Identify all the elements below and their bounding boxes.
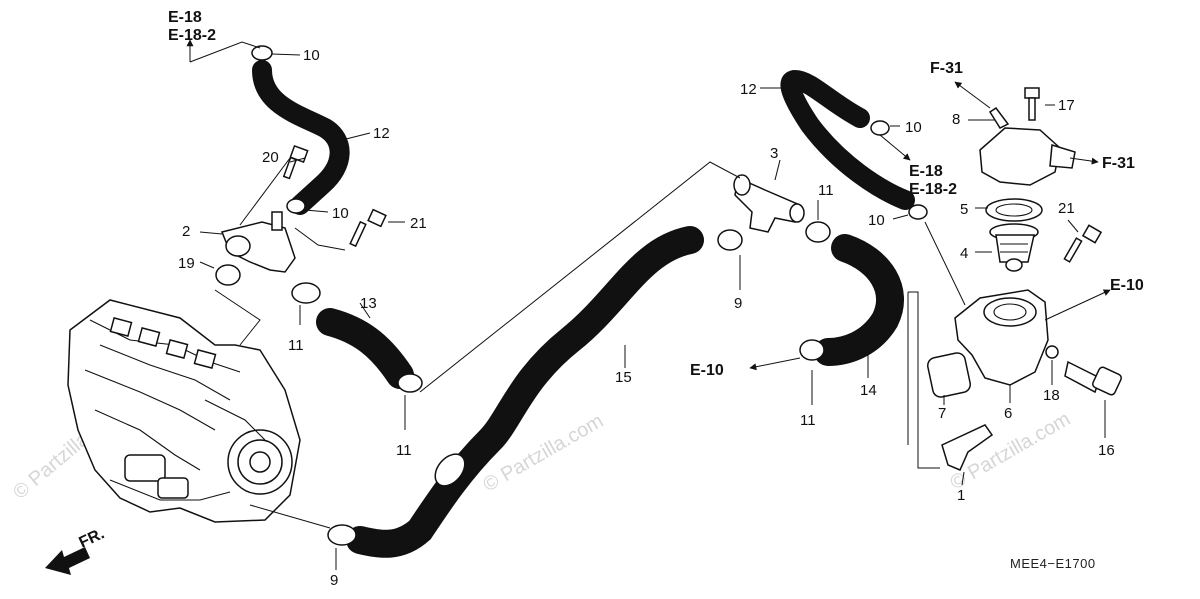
callout-6: 6 xyxy=(1004,405,1012,422)
callout-9-b: 9 xyxy=(734,295,742,312)
gasket-7 xyxy=(926,352,972,398)
callout-20: 20 xyxy=(262,149,279,166)
callout-10-c: 10 xyxy=(905,119,922,136)
callout-4: 4 xyxy=(960,245,968,262)
callout-11-d: 11 xyxy=(800,412,816,429)
ref-e10-left: E-10 xyxy=(690,362,724,379)
clamp-11-c xyxy=(805,221,831,243)
bracket-1 xyxy=(941,424,994,471)
seal-5 xyxy=(985,198,1043,222)
hose-15 xyxy=(346,226,704,558)
callout-2: 2 xyxy=(182,223,190,240)
clamp-9-a xyxy=(717,229,743,251)
thermostat-4 xyxy=(989,223,1039,272)
callout-16: 16 xyxy=(1098,442,1115,459)
bolt-21-left xyxy=(349,208,387,248)
callout-11-a: 11 xyxy=(288,337,304,354)
callout-10-d: 10 xyxy=(868,212,885,229)
bolt-17 xyxy=(1024,87,1040,121)
callout-21-a: 21 xyxy=(410,215,427,232)
clamp-11-a xyxy=(291,282,321,304)
clamp-10-d xyxy=(908,204,928,220)
pipe-joint-3 xyxy=(733,174,805,233)
clamp-10-a xyxy=(251,45,273,61)
temp-sensor-16 xyxy=(1064,360,1122,396)
front-direction-marker: FR. xyxy=(45,525,107,575)
callout-18: 18 xyxy=(1043,387,1060,404)
clamp-11-b xyxy=(397,373,423,393)
front-marker-label: FR. xyxy=(77,525,108,551)
thermostat-cover xyxy=(979,106,1076,186)
callout-3: 3 xyxy=(770,145,778,162)
washer-18 xyxy=(1045,345,1059,359)
callout-10-b: 10 xyxy=(332,205,349,222)
leader-lines xyxy=(186,39,1111,570)
callout-12-b: 12 xyxy=(740,81,757,98)
callout-8: 8 xyxy=(952,111,960,128)
engine-block xyxy=(67,299,301,523)
clamp-10-b xyxy=(286,198,306,214)
callout-11-c: 11 xyxy=(818,182,834,199)
hose-13 xyxy=(316,308,414,389)
water-outlet-2 xyxy=(220,211,296,273)
thermostat-housing-6 xyxy=(954,289,1049,386)
clamp-11-d xyxy=(799,339,825,361)
diagram-code: MEE4−E1700 xyxy=(1010,556,1096,571)
callout-13: 13 xyxy=(360,295,377,312)
ref-e18-right: E-18 xyxy=(909,163,943,180)
clamp-9-b xyxy=(327,524,357,546)
callout-19: 19 xyxy=(178,255,195,272)
hose-14 xyxy=(814,234,904,366)
ref-e182-right: E-18-2 xyxy=(909,181,957,198)
clamp-10-c xyxy=(870,120,890,136)
ref-e18-top: E-18 xyxy=(168,9,202,26)
callout-9-a: 9 xyxy=(330,572,338,589)
hose-12-left xyxy=(252,60,350,215)
ref-f31-right: F-31 xyxy=(1102,155,1135,172)
callout-12-a: 12 xyxy=(373,125,390,142)
callout-15: 15 xyxy=(615,369,632,386)
bolt-21-right xyxy=(1063,224,1103,263)
o-ring-19 xyxy=(215,264,241,286)
callout-17: 17 xyxy=(1058,97,1075,114)
callout-21-b: 21 xyxy=(1058,200,1075,217)
callout-5: 5 xyxy=(960,201,968,218)
ref-e182-top: E-18-2 xyxy=(168,27,216,44)
hose-12-right xyxy=(780,69,915,210)
callout-1: 1 xyxy=(957,487,965,504)
ref-e10-right: E-10 xyxy=(1110,277,1144,294)
callout-11-b: 11 xyxy=(396,442,412,459)
callout-7: 7 xyxy=(938,405,946,422)
callout-10-a: 10 xyxy=(303,47,320,64)
callout-14: 14 xyxy=(860,382,877,399)
ref-f31-top: F-31 xyxy=(930,60,963,77)
hose-clamps xyxy=(251,45,928,546)
